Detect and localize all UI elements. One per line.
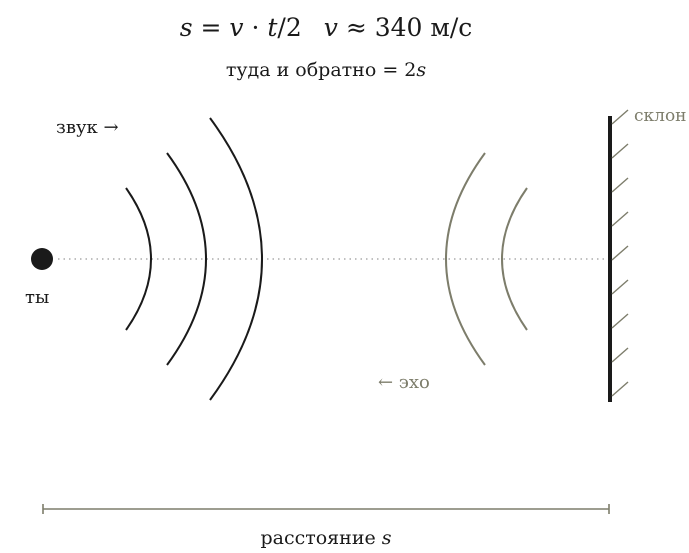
roundtrip-s: s [416, 59, 426, 81]
hatch-mark [611, 177, 629, 193]
hatch-mark [611, 279, 629, 295]
source-dot [31, 248, 53, 270]
formula-v2: v [324, 13, 338, 42]
hatch-mark [611, 143, 629, 159]
distance-text: расстояние [260, 527, 381, 548]
distance-bracket [42, 504, 610, 514]
formula: s = v · t/2 v ≈ 340 м/с [180, 13, 473, 42]
sound-wave-3 [209, 117, 263, 401]
echo-label: ← эхо [378, 372, 430, 393]
formula-dot: · [244, 13, 268, 42]
sound-wave-2 [166, 152, 207, 366]
sound-wave-1 [125, 187, 152, 331]
slope-hatching [611, 109, 629, 397]
hatch-mark [611, 313, 629, 329]
formula-approx: ≈ 340 м/с [338, 13, 472, 42]
hatch-mark [611, 109, 629, 125]
roundtrip-label: туда и обратно = 2s [226, 59, 427, 81]
formula-t: t [267, 13, 278, 42]
distance-label: расстояние s [260, 527, 391, 548]
formula-eq: = [193, 13, 230, 42]
hatch-mark [611, 211, 629, 227]
hatch-mark [611, 347, 629, 363]
sound-label: звук → [56, 117, 119, 138]
hatch-mark [611, 245, 629, 261]
distance-var: s [382, 527, 392, 548]
formula-div2: /2 [277, 13, 301, 42]
roundtrip-text: туда и обратно = 2 [226, 59, 417, 81]
hatch-mark [611, 381, 629, 397]
formula-v: v [229, 13, 243, 42]
you-label: ты [25, 287, 49, 308]
echo-wave-1 [445, 152, 486, 366]
slope-label: склон [634, 106, 687, 126]
formula-s: s [180, 13, 193, 42]
echo-wave-2 [501, 187, 528, 331]
